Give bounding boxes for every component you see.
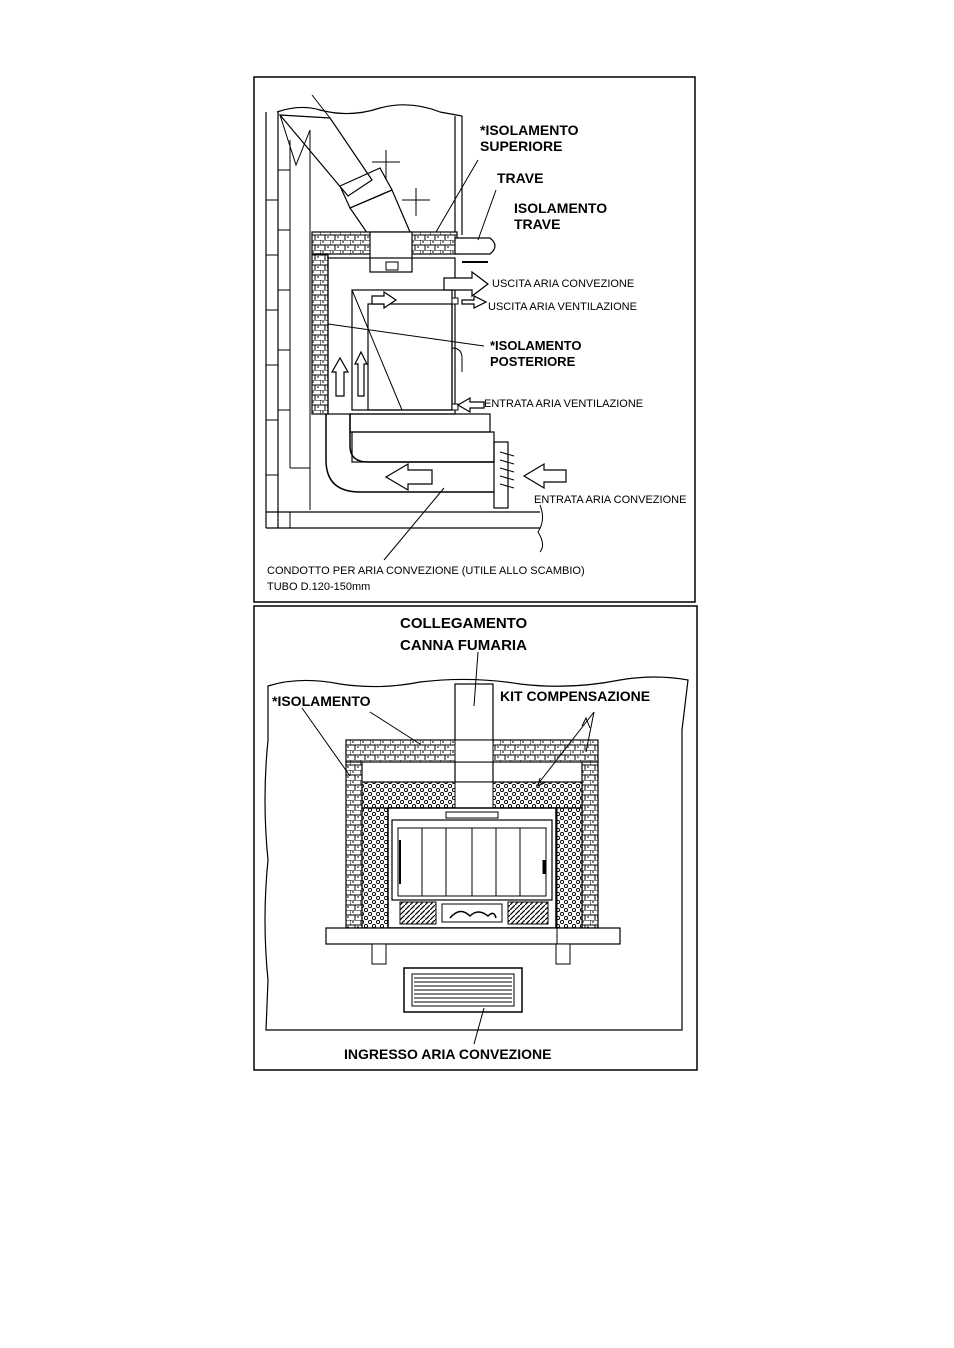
right-arrow-icon bbox=[461, 295, 488, 309]
outer-insulation bbox=[345, 739, 599, 929]
label-isolamento-posteriore-2: POSTERIORE bbox=[490, 354, 576, 369]
label-isolamento-posteriore-1: *ISOLAMENTO bbox=[490, 338, 582, 353]
compensation-kit bbox=[361, 781, 583, 929]
label-kit-compensazione: KIT COMPENSAZIONE bbox=[500, 688, 650, 704]
label-ingresso-aria-convezione: INGRESSO ARIA CONVEZIONE bbox=[344, 1046, 551, 1062]
left-arrow-icon bbox=[522, 462, 567, 490]
label-entrata-aria-convezione: ENTRATA ARIA CONVEZIONE bbox=[534, 494, 686, 506]
convection-air-grille bbox=[403, 967, 523, 1013]
front-view-panel: COLLEGAMENTO CANNA FUMARIA *ISOLAMENTO K… bbox=[253, 605, 698, 1071]
label-uscita-aria-ventilazione: USCITA ARIA VENTILAZIONE bbox=[488, 301, 637, 313]
convection-duct bbox=[325, 414, 494, 493]
label-isolamento-trave-2: TRAVE bbox=[514, 216, 560, 232]
label-entrata-aria-ventilazione: ENTRATA ARIA VENTILAZIONE bbox=[484, 398, 643, 410]
side-section-frame bbox=[253, 76, 696, 603]
left-arrow-icon bbox=[384, 462, 433, 492]
label-trave: TRAVE bbox=[497, 170, 543, 186]
label-isolamento-trave-1: ISOLAMENTO bbox=[514, 200, 607, 216]
right-arrow-icon bbox=[443, 270, 489, 298]
airflow-arrows bbox=[330, 270, 567, 492]
label-collegamento-1: COLLEGAMENTO bbox=[400, 615, 528, 632]
floor bbox=[266, 504, 544, 553]
front-wall bbox=[264, 676, 689, 1031]
side-leader-lines bbox=[327, 159, 497, 561]
rear-wall bbox=[265, 112, 311, 528]
fireplace-insert-front bbox=[387, 807, 557, 929]
front-view-frame bbox=[253, 605, 698, 1071]
fireplace-insert-side bbox=[327, 257, 463, 415]
hood-front-wall bbox=[454, 116, 463, 235]
front-leader-lines bbox=[301, 651, 595, 1045]
right-arrow-icon bbox=[371, 290, 398, 310]
label-condotto-2: TUBO D.120-150mm bbox=[267, 581, 370, 593]
label-isolamento: *ISOLAMENTO bbox=[272, 693, 371, 709]
label-collegamento-2: CANNA FUMARIA bbox=[400, 637, 527, 654]
ceiling-break-line bbox=[276, 104, 463, 117]
hearth bbox=[349, 413, 515, 509]
hearth-shelf bbox=[325, 808, 621, 965]
side-section-panel: *ISOLAMENTO SUPERIORE TRAVE ISOLAMENTO T… bbox=[253, 76, 696, 603]
beam bbox=[454, 237, 496, 263]
label-condotto-1: CONDOTTO PER ARIA CONVEZIONE (UTILE ALLO… bbox=[267, 565, 585, 577]
up-arrow-icon bbox=[354, 350, 368, 397]
up-arrow-icon bbox=[330, 356, 350, 397]
rear-insulation bbox=[311, 253, 329, 415]
label-isolamento-superiore-1: *ISOLAMENTO bbox=[480, 122, 579, 138]
flue-pipe bbox=[278, 94, 430, 241]
label-uscita-aria-convezione: USCITA ARIA CONVEZIONE bbox=[492, 278, 634, 290]
label-isolamento-superiore-2: SUPERIORE bbox=[480, 138, 562, 154]
left-arrow-icon bbox=[456, 396, 485, 414]
